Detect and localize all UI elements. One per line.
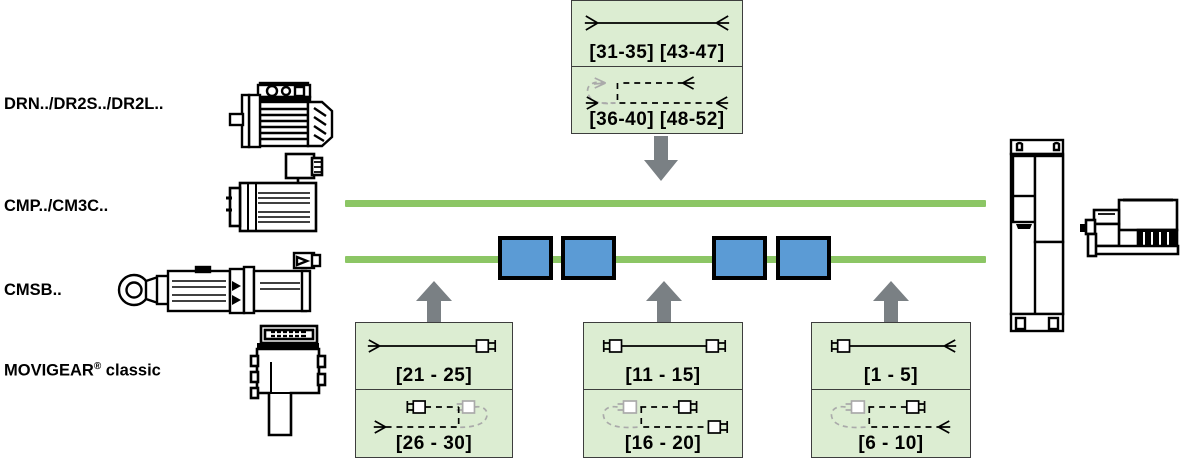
device-label-cmp: CMP../CM3C.. [4,197,109,215]
registered-trademark-icon: ® [93,361,102,372]
cable-option-code: [1 - 5] [863,365,919,386]
device-label-movigear: MOVIGEAR® classic [4,361,161,381]
cable-option-code: [11 - 15] [625,365,701,386]
movigear-name: MOVIGEAR [4,361,94,380]
decentral-inverter-icon [1078,188,1182,268]
cable-art-dashed-branch-open-open [572,71,742,123]
cable-option-cell[interactable]: [26 - 30] [356,390,512,457]
cable-options-middle[interactable]: [11 - 15] [583,322,743,458]
cable-option-cell[interactable]: [16 - 20] [584,390,742,457]
cable-option-cell[interactable]: [31-35] [43-47] [572,1,742,67]
cable-options-right[interactable]: [1 - 5] [6 - [811,322,971,458]
movigear-variant: classic [101,361,161,380]
servo-motor-icon [226,150,338,236]
arrow-up-middle [644,281,684,323]
cable-art-solid-plug-open [812,327,970,373]
motor-cable-options-top[interactable]: [31-35] [43-47] [36-40] [ [571,0,743,134]
module-3[interactable] [712,236,767,280]
linear-servo-motor-icon [116,243,326,319]
cable-option-cell[interactable]: [11 - 15] [584,323,742,390]
module-4[interactable] [776,236,831,280]
arrow-up-left [414,281,454,323]
arrow-down-top [642,136,680,182]
cable-art-dashed-branch-plug-open [812,394,970,446]
cable-option-code: [36-40] [48-52] [589,109,725,130]
cable-art-solid-plug-plug [584,327,742,373]
cable-option-code: [26 - 30] [395,433,473,454]
cable-option-cell[interactable]: [1 - 5] [812,323,970,390]
cable-option-cell[interactable]: [21 - 25] [356,323,512,390]
device-label-drn: DRN../DR2S../DR2L.. [4,95,164,113]
cable-art-solid-open-plug [356,327,512,373]
drive-cabinet-icon [999,138,1071,334]
cable-option-cell[interactable]: [36-40] [48-52] [572,67,742,133]
cable-options-left[interactable]: [21 - 25] [26 [355,322,513,458]
module-2[interactable] [561,236,616,280]
movigear-icon [243,322,343,444]
cable-art-dashed-branch-open-plug [356,394,512,446]
module-1[interactable] [498,236,553,280]
cable-option-code: [21 - 25] [395,365,473,386]
cable-option-code: [31-35] [43-47] [589,42,725,63]
arrow-up-right [871,281,911,323]
cable-art-solid-open-open [572,5,742,51]
cable-option-code: [16 - 20] [624,433,702,454]
bus-line-upper [345,200,986,207]
bus-line-lower [345,256,986,263]
cable-option-cell[interactable]: [6 - 10] [812,390,970,457]
cable-option-code: [6 - 10] [858,433,924,454]
ac-motor-icon [228,55,342,150]
cable-art-dashed-branch-plug-plug [584,394,742,446]
device-label-cmsb: CMSB.. [4,281,62,299]
